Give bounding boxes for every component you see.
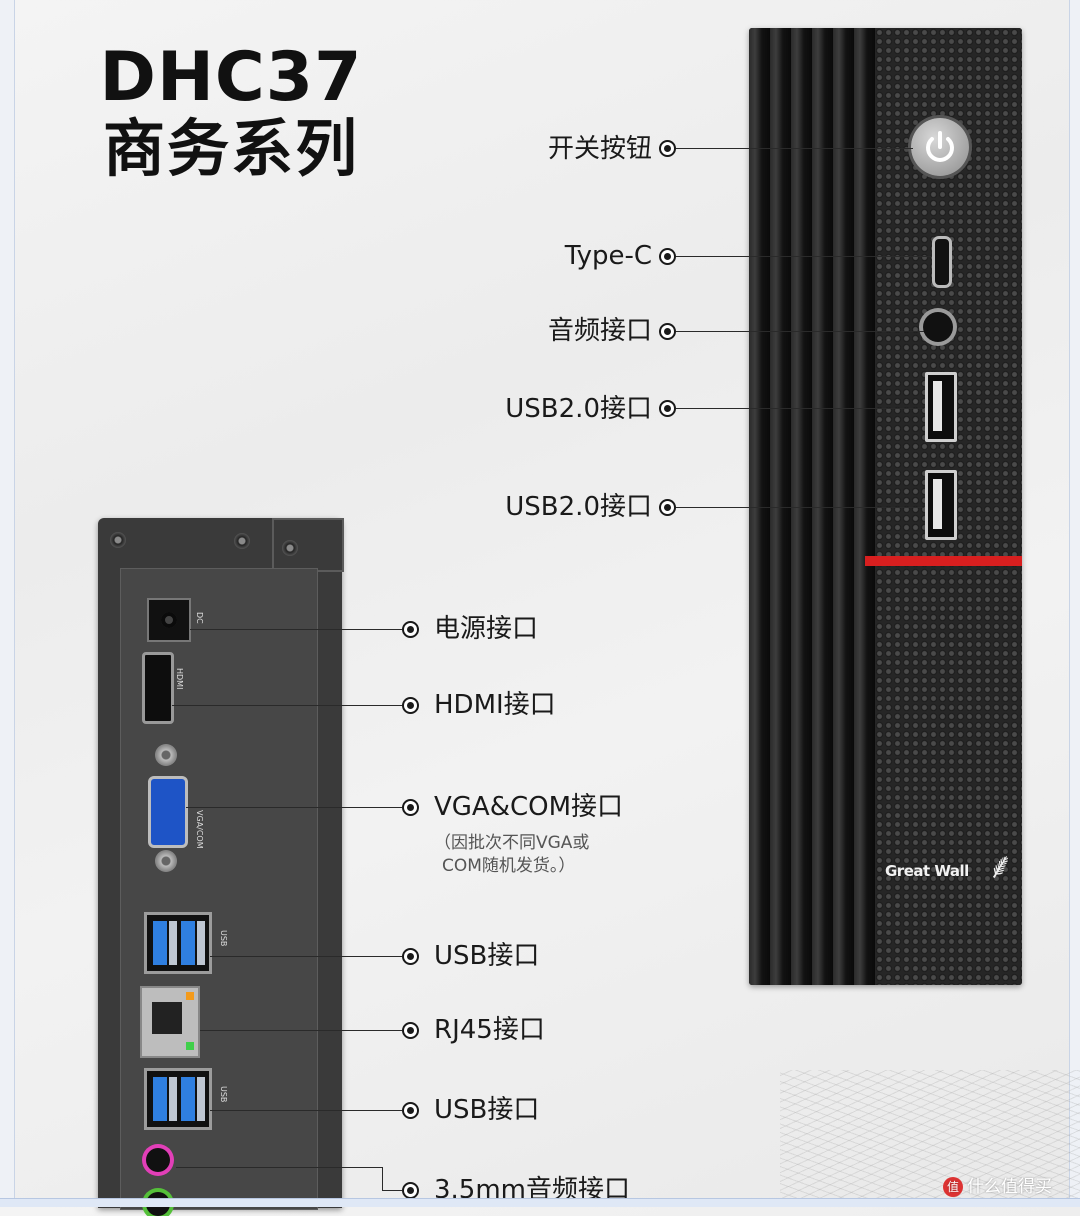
vga-tag: VGA/COM [195, 810, 204, 849]
hdmi-port [142, 652, 174, 724]
red-accent-stripe [865, 556, 1022, 566]
dc-power-port [147, 598, 191, 642]
callout-line [176, 1167, 382, 1168]
callout-line [676, 408, 924, 409]
callout-line [676, 507, 924, 508]
callout-dot-icon [659, 248, 676, 265]
window-frame-right [1069, 0, 1080, 1207]
front-audio-jack [923, 312, 953, 342]
front-vent-fins [749, 28, 875, 985]
callout-dot-icon [402, 621, 419, 638]
background-mesh-pattern [780, 1070, 1080, 1200]
callout-dot-icon [402, 1182, 419, 1199]
callout-label-dc-power: 电源接口 [434, 614, 539, 644]
window-frame-bottom [0, 1198, 1080, 1207]
front-usb-port-1 [925, 372, 957, 442]
callout-line [382, 1190, 402, 1191]
callout-dot-icon [402, 697, 419, 714]
model-name: DHC37 [99, 38, 363, 117]
callout-label-usb2-1: USB2.0接口 [505, 394, 652, 424]
mic-jack [146, 1148, 170, 1172]
hdmi-tag: HDMI [175, 668, 184, 690]
callout-dot-icon [402, 1102, 419, 1119]
callout-label-usb2-2: USB2.0接口 [505, 492, 652, 522]
callout-line [210, 956, 402, 957]
link-led-icon [186, 992, 194, 1000]
callout-line [676, 331, 924, 332]
callout-dot-icon [402, 799, 419, 816]
watermark-logo-icon: 值 [943, 1177, 963, 1197]
callout-line [382, 1167, 383, 1191]
screw-icon [282, 540, 298, 556]
vga-screw-icon [155, 744, 177, 766]
watermark-text: 什么值得买 [967, 1177, 1052, 1197]
callout-label-type-c: Type-C [564, 241, 652, 271]
activity-led-icon [186, 1042, 194, 1050]
front-usb-port-2 [925, 470, 957, 540]
callout-dot-icon [659, 140, 676, 157]
callout-dot-icon [402, 1022, 419, 1039]
brand-emblem-icon: ⸙ [987, 845, 1015, 886]
callout-label-audio: 音频接口 [547, 316, 652, 346]
rj45-port [140, 986, 200, 1058]
callout-line [676, 256, 932, 257]
callout-label-vga-com: VGA&COM接口 [434, 792, 624, 822]
callout-label-power-button: 开关按钮 [547, 134, 652, 164]
front-type-c-port [932, 236, 952, 288]
callout-dot-icon [659, 499, 676, 516]
power-icon [926, 131, 954, 162]
dc-tag: DC [195, 612, 204, 624]
vga-com-note-line-1: （因批次不同VGA或 [434, 833, 590, 853]
callout-line [200, 1030, 402, 1031]
callout-dot-icon [659, 400, 676, 417]
callout-line [172, 705, 402, 706]
vga-screw-icon [155, 850, 177, 872]
vga-com-note-line-2: COM随机发货。） [442, 855, 576, 876]
back-usb-port-pair-1 [144, 912, 212, 974]
brand-logo: Great Wall [885, 862, 969, 880]
screw-icon [110, 532, 126, 548]
callout-line [676, 148, 913, 149]
callout-line [190, 629, 402, 630]
callout-label-usb-1: USB接口 [434, 941, 540, 971]
callout-dot-icon [659, 323, 676, 340]
power-button [911, 118, 969, 176]
series-name: 商务系列 [102, 112, 359, 185]
back-usb-port-pair-2 [144, 1068, 212, 1130]
screw-icon [234, 533, 250, 549]
window-frame-left [0, 0, 15, 1207]
callout-line [210, 1110, 402, 1111]
product-title: DHC37 商务系列 [96, 44, 366, 180]
callout-dot-icon [402, 948, 419, 965]
tower-front-view: Great Wall ⸙ [749, 28, 1022, 985]
callout-label-hdmi: HDMI接口 [434, 690, 556, 720]
callout-line [186, 807, 402, 808]
vga-com-port [148, 776, 188, 848]
vga-com-note: （因批次不同VGA或 COM随机发货。） [434, 832, 589, 878]
usb-tag: USB [219, 1086, 228, 1103]
usb-tag: USB [219, 930, 228, 947]
watermark: 值什么值得买 [943, 1172, 1052, 1197]
callout-label-rj45: RJ45接口 [434, 1015, 545, 1045]
callout-label-usb-2: USB接口 [434, 1095, 540, 1125]
